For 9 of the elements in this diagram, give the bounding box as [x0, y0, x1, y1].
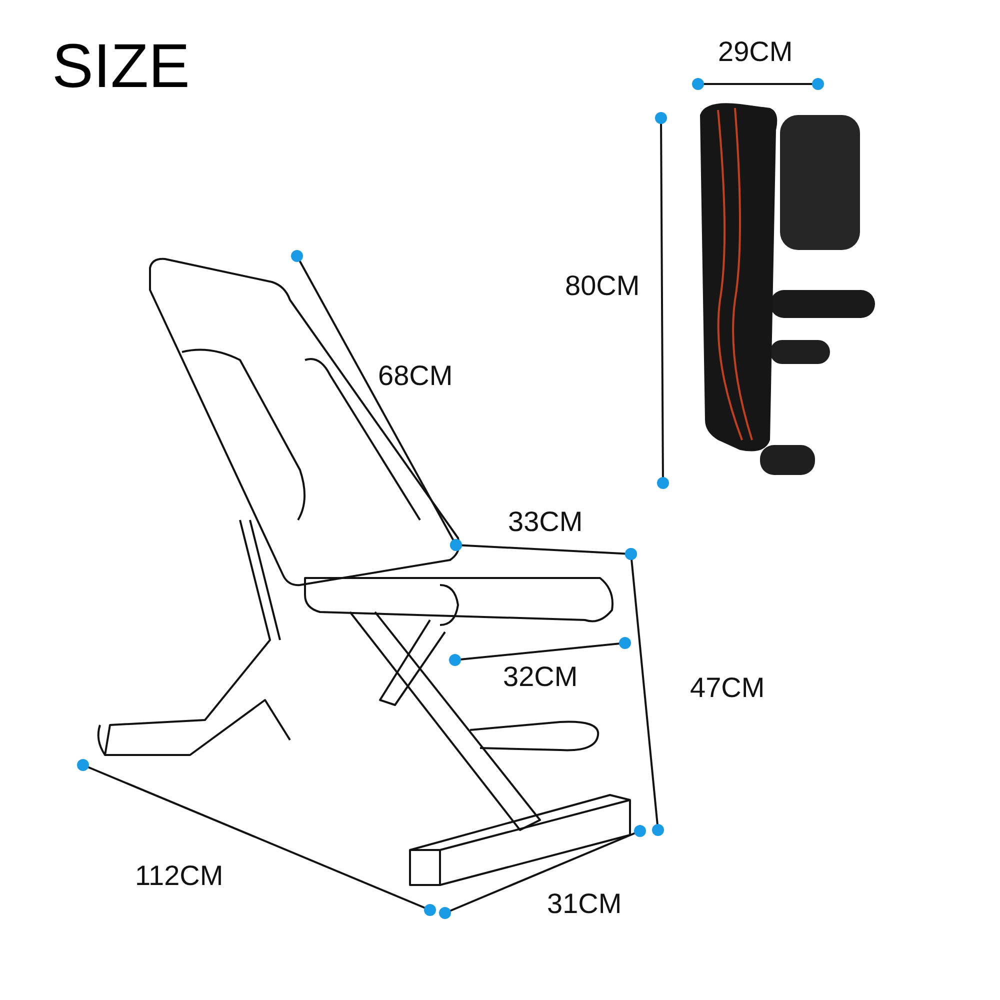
dimension-label: 68CM — [378, 362, 453, 390]
dimension-label: 112CM — [135, 862, 224, 890]
dimension-label: 80CM — [565, 272, 640, 300]
dimension-label: 31CM — [547, 890, 622, 918]
title: SIZE — [52, 36, 190, 98]
dimension-label: 33CM — [508, 508, 583, 536]
dimension-label: 29CM — [718, 38, 793, 66]
dimension-label: 32CM — [503, 663, 578, 691]
dimension-label: 47CM — [690, 674, 765, 702]
